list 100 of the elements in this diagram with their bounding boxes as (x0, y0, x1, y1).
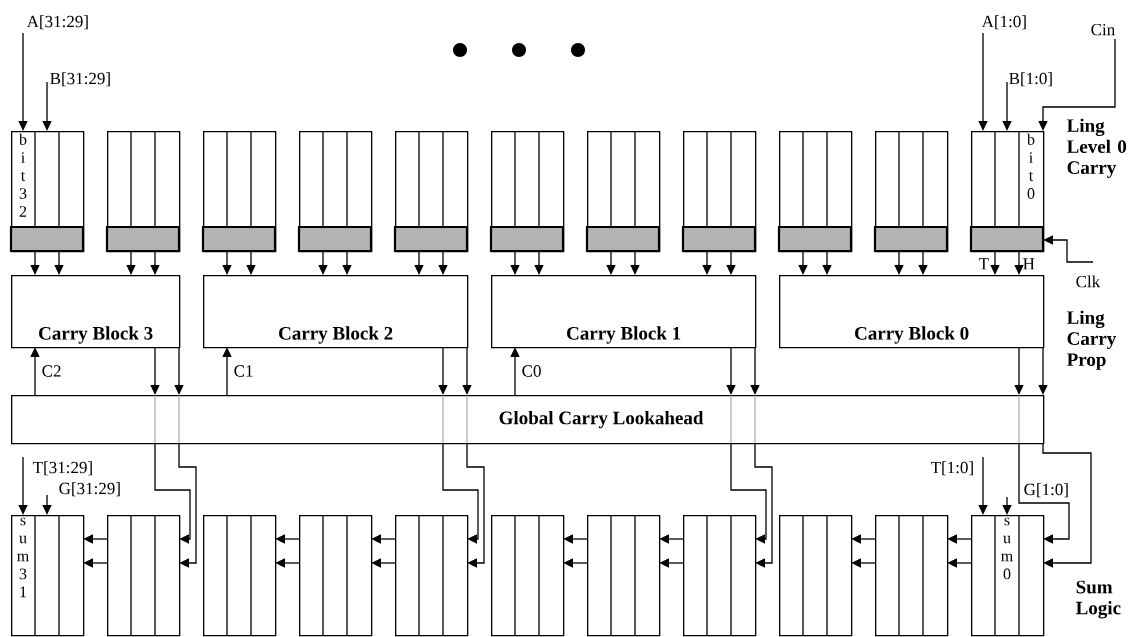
arrow (30, 250, 40, 275)
arrow (222, 347, 232, 396)
arrow (1014, 250, 1024, 275)
arrow (83, 534, 108, 544)
arrow (563, 534, 588, 544)
arrow (947, 534, 972, 544)
arrow (462, 346, 472, 395)
arrow (894, 250, 904, 275)
arrow (851, 558, 876, 568)
arrow (978, 456, 988, 515)
arrow (275, 534, 300, 544)
arrow (630, 250, 640, 275)
sum-cell-group (107, 514, 181, 637)
arrow (1042, 442, 1092, 568)
bit-cell-group (681, 130, 757, 253)
signal-label: H (1023, 258, 1035, 270)
arrow (918, 250, 928, 275)
signal-label: Clk (1076, 275, 1101, 288)
arrow (318, 250, 328, 275)
sum-cell-group (683, 514, 757, 637)
carry-block: Carry Block 1 (491, 275, 757, 349)
sum-cell-group (587, 514, 661, 637)
arrow (42, 81, 52, 131)
arrow (978, 32, 988, 131)
arrow (150, 346, 160, 395)
bit-cell-group (585, 130, 661, 253)
sum-cell-group (491, 514, 565, 637)
arrow (1014, 346, 1024, 395)
arrow (83, 558, 108, 568)
arrow (178, 442, 197, 568)
arrow (822, 250, 832, 275)
arrow (222, 250, 232, 275)
arrow (750, 346, 760, 395)
sum-cell-group (395, 514, 469, 637)
signal-label: A[1:0] (981, 15, 1026, 30)
sum-cell-group (779, 514, 853, 637)
signal-label: G[1:0] (1024, 483, 1068, 498)
bit-cell-group (393, 130, 469, 253)
arrow (246, 250, 256, 275)
arrow (1018, 442, 1070, 544)
arrow (371, 534, 396, 544)
bit-cell-group: b i t 3 2 (9, 130, 85, 253)
arrow (150, 250, 160, 275)
sum-cell-group: s u m 3 1 (11, 514, 85, 637)
arrow (947, 558, 972, 568)
carry-block: Carry Block 3 (11, 275, 181, 349)
arrow (606, 250, 616, 275)
arrow (174, 346, 184, 395)
arrow (510, 250, 520, 275)
arrow (798, 250, 808, 275)
arrow (126, 250, 136, 275)
arrow (371, 558, 396, 568)
arrow (851, 534, 876, 544)
lookahead-block: Global Carry Lookahead (11, 395, 1045, 445)
arrow (442, 442, 479, 544)
signal-label: A[31:29] (26, 15, 88, 30)
arrow (466, 442, 485, 568)
signal-label: T[31:29] (32, 461, 92, 476)
sum-cell-group: s u m 0 (971, 514, 1045, 637)
arrow (30, 347, 40, 396)
bit-cell-group (777, 130, 853, 253)
signal-label: T (978, 258, 989, 270)
arrow (1038, 346, 1048, 395)
arrow (754, 442, 773, 568)
section-label: Ling Level 0 Carry (1067, 118, 1127, 178)
signal-label: Cin (1091, 23, 1115, 36)
arrow (702, 250, 712, 275)
arrow (726, 346, 736, 395)
arrow (1002, 496, 1012, 515)
edge-label: C1 (232, 364, 255, 378)
carry-block: Carry Block 0 (779, 275, 1045, 349)
arrow (18, 32, 28, 131)
carry-block: Carry Block 2 (203, 275, 469, 349)
arrow (730, 442, 767, 544)
arrow (154, 442, 191, 544)
arrow (534, 250, 544, 275)
arrow (438, 250, 448, 275)
arrow (990, 250, 1000, 275)
edge-label: C2 (40, 364, 63, 378)
signal-label: G[31:29] (59, 482, 120, 497)
signal-label: T[1:0] (930, 461, 973, 476)
arrow (1043, 235, 1094, 263)
sum-cell-group (875, 514, 949, 637)
arrow (438, 346, 448, 395)
arrow (275, 558, 300, 568)
arrow (563, 558, 588, 568)
sum-cell-group (299, 514, 373, 637)
signal-label: B[31:29] (50, 72, 110, 87)
arrow (1038, 38, 1116, 131)
arrow (342, 250, 352, 275)
arrow (54, 250, 64, 275)
arrow (1002, 81, 1012, 131)
arrow (414, 250, 424, 275)
arrow (726, 250, 736, 275)
arrow (42, 494, 52, 515)
signal-label: B[1:0] (1009, 72, 1052, 87)
bit-cell-group (297, 130, 373, 253)
arrow (659, 558, 684, 568)
bit-cell-group (201, 130, 277, 253)
bit-cell-group (873, 130, 949, 253)
